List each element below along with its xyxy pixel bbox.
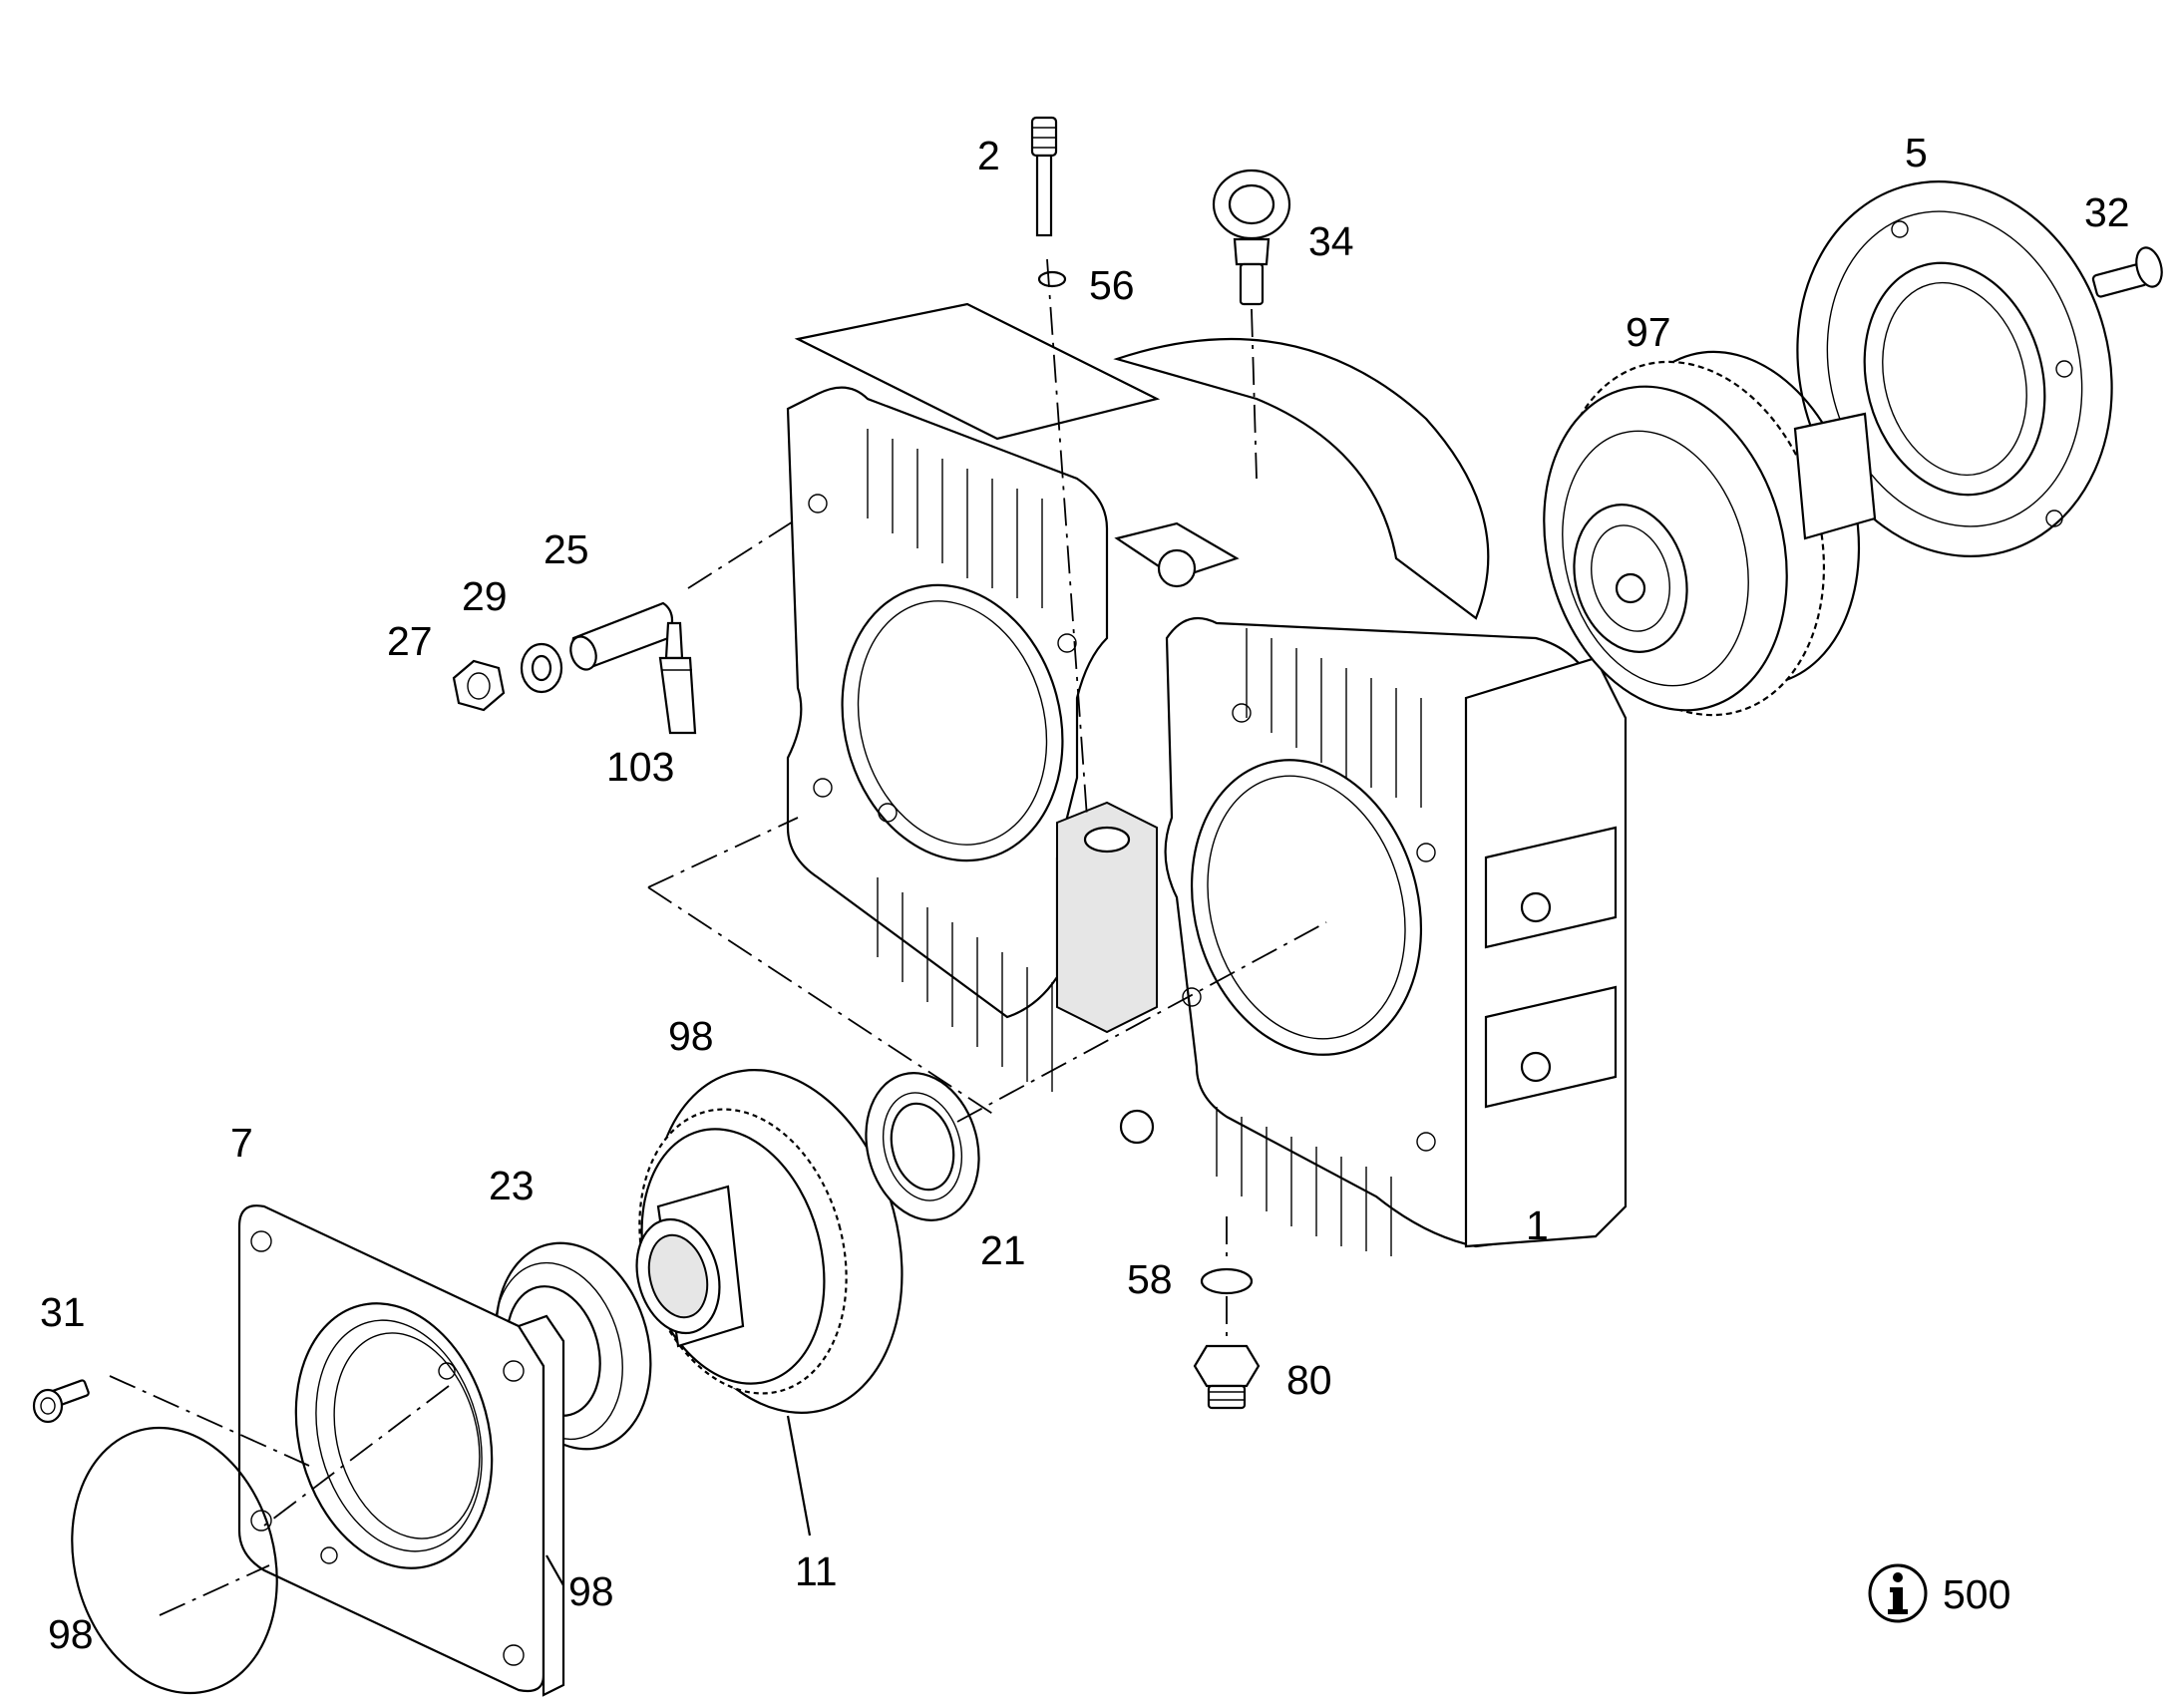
label-part-29: 29: [462, 573, 508, 619]
breather-fitting: [1030, 116, 1058, 237]
assembly-center-lines: [109, 258, 1327, 1616]
gearbox-housing: [786, 302, 1628, 1256]
seal-ring-58: [1200, 1267, 1254, 1295]
label-part-1: 1: [1526, 1202, 1549, 1248]
label-part-27: 27: [387, 618, 433, 664]
part-labels: 2 56 34 5 32 97 25 29 27 103 98 7 23 21 …: [40, 130, 2130, 1657]
label-part-56: 56: [1089, 262, 1135, 308]
label-part-31: 31: [40, 1289, 86, 1335]
label-part-21: 21: [980, 1227, 1026, 1273]
label-part-7: 7: [230, 1120, 253, 1166]
hex-nut: [452, 659, 506, 712]
label-part-58: 58: [1127, 1256, 1173, 1302]
front-cover-plate: [237, 1204, 565, 1697]
info-icon: [1868, 1563, 1928, 1623]
label-part-11: 11: [795, 1548, 838, 1594]
label-part-25: 25: [544, 526, 589, 572]
dowel-pin: [569, 601, 674, 671]
sealant-tube: [658, 621, 697, 735]
label-part-23: 23: [489, 1163, 535, 1208]
label-part-5: 5: [1905, 130, 1928, 175]
washer: [520, 642, 563, 694]
rear-cover: [1796, 180, 2113, 557]
leader-lines: [545, 1415, 812, 1586]
drain-plug: [1193, 1344, 1261, 1410]
label-part-32: 32: [2084, 189, 2130, 235]
label-part-2: 2: [977, 133, 1000, 178]
screw-31: [32, 1379, 90, 1424]
bearing-21: [865, 1072, 980, 1221]
label-part-97: 97: [1626, 309, 1671, 355]
eye-bolt: [1212, 169, 1291, 306]
info-badge: 500: [1868, 1563, 2010, 1623]
o-ring-98-lower: [71, 1426, 278, 1695]
spur-gear-11: [635, 1108, 848, 1395]
label-part-98-middle: 98: [568, 1568, 614, 1614]
o-ring-56: [1037, 270, 1067, 288]
label-part-98-upper: 98: [668, 1013, 714, 1059]
label-part-80: 80: [1286, 1357, 1332, 1403]
label-part-98-lower: 98: [48, 1611, 94, 1657]
label-part-34: 34: [1308, 218, 1354, 264]
label-part-103: 103: [606, 744, 674, 790]
info-badge-text: 500: [1943, 1571, 2010, 1617]
bolt-32: [2091, 246, 2163, 298]
spur-gear-97: [1543, 350, 1877, 717]
